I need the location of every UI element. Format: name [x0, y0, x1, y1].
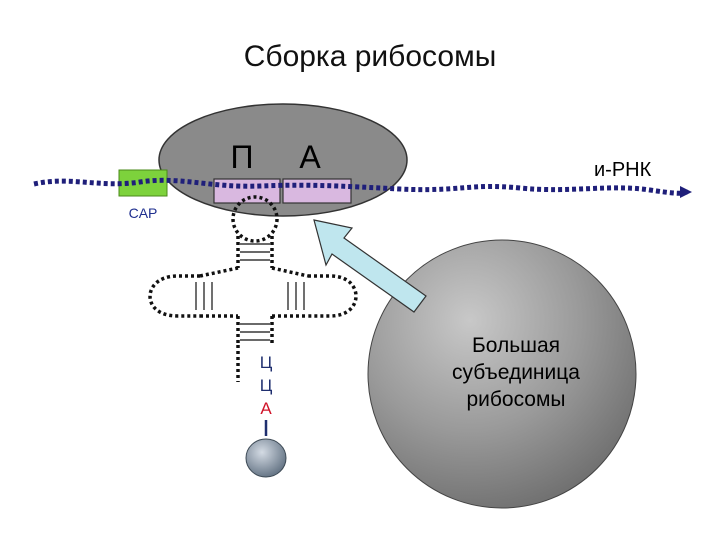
large-subunit-label-line2: субъединица — [452, 361, 580, 384]
mrna-arrowhead — [680, 186, 692, 198]
large-subunit — [367, 239, 637, 509]
anticodon-letter-1: Ц — [260, 353, 273, 372]
cap-label: CAP — [129, 205, 158, 221]
assembly-arrow-icon — [313, 219, 427, 313]
amino-acid-sphere-icon — [245, 438, 287, 478]
trna-molecule — [148, 195, 358, 382]
page-title: Сборка рибосомы — [244, 40, 497, 73]
p-site-label: П — [231, 139, 254, 175]
anticodon-letter-2: Ц — [260, 376, 273, 395]
a-site-label: А — [299, 139, 321, 175]
p-site-codon — [213, 178, 281, 204]
trna-base-pairs — [195, 243, 305, 341]
mrna-label: и-РНК — [594, 159, 652, 181]
large-subunit-label-line3: рибосомы — [466, 388, 565, 411]
mrna-strand — [33, 177, 689, 196]
large-subunit-label-line1: Большая — [472, 334, 560, 357]
a-site-codon — [282, 178, 352, 204]
anticodon-letter-3: А — [260, 399, 272, 418]
